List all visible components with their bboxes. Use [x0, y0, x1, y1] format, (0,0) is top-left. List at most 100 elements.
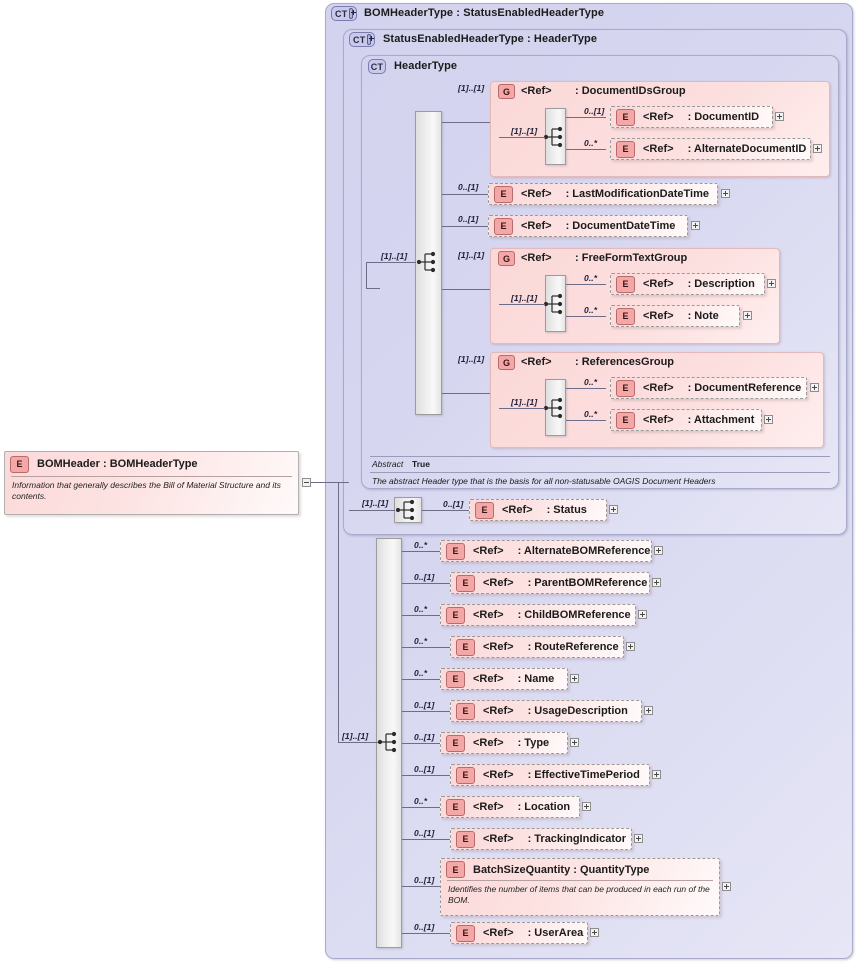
expand-plus-icon-documentdatetime[interactable] — [691, 221, 700, 230]
occurrence-location: 0..* — [414, 796, 428, 806]
element-box-documentdatetime[interactable]: E <Ref> : DocumentDateTime — [488, 215, 688, 237]
element-ref-label: <Ref> — [483, 577, 514, 589]
expand-plus-icon-status[interactable] — [609, 505, 618, 514]
occurrence-statusenabledheadertype-sequence: [1]..[1] — [362, 498, 389, 508]
ct-tag-headertype[interactable]: CT — [368, 59, 386, 74]
connector-branch-lastmodificationdatetime — [442, 194, 494, 195]
element-box-lastmodificationdatetime[interactable]: E <Ref> : LastModificationDateTime — [488, 183, 718, 205]
element-box-trackingindicator[interactable]: E<Ref>: TrackingIndicator — [450, 828, 632, 850]
element-tag-icon: E — [446, 606, 465, 624]
occurrence-headertype-sequence: [1]..[1] — [381, 251, 408, 261]
element-box-attachment[interactable]: E <Ref> : Attachment — [610, 409, 762, 431]
element-box-documentid[interactable]: E <Ref> : DocumentID — [610, 106, 773, 128]
expand-plus-icon-note[interactable] — [743, 311, 752, 320]
occurrence-parentbomreference: 0..[1] — [414, 572, 435, 582]
element-box-childbomreference[interactable]: E <Ref> : ChildBOMReference — [440, 604, 636, 626]
sequence-icon-statusenabledheadertype[interactable] — [395, 498, 421, 522]
occurrence-documentid: 0..[1] — [584, 106, 605, 116]
element-box-usagedescription[interactable]: E<Ref>: UsageDescription — [450, 700, 642, 722]
element-box-userarea[interactable]: E<Ref>: UserArea — [450, 922, 588, 944]
element-tag-icon: E — [475, 501, 494, 519]
sequence-icon-referencesgroup[interactable] — [543, 396, 569, 420]
ct-expand-plus-icon[interactable] — [349, 8, 356, 19]
sequence-icon-documentidsgroup[interactable] — [543, 125, 569, 149]
expand-plus-icon-effectivetimeperiod[interactable] — [652, 770, 661, 779]
element-box-status[interactable]: E <Ref> : Status — [469, 499, 607, 521]
element-tag-icon: E — [10, 455, 29, 473]
occurrence-type: 0..[1] — [414, 732, 435, 742]
ct-tag-statusenabledheadertype[interactable]: CT — [349, 32, 375, 47]
connector-freeformtextgroup-to-description — [566, 284, 606, 285]
occurrence-freeformtextgroup: [1]..[1] — [458, 250, 485, 260]
divider-abstract-top — [370, 456, 830, 457]
expand-plus-icon-alternatedocumentid[interactable] — [813, 144, 822, 153]
element-box-alternatedocumentid[interactable]: E <Ref> : AlternateDocumentID — [610, 138, 811, 160]
sequence-icon-freeformtextgroup[interactable] — [543, 292, 569, 316]
group-box-freeformtextgroup[interactable] — [490, 248, 780, 344]
element-ref-label: <Ref> — [473, 609, 504, 621]
element-box-type[interactable]: E<Ref>: Type — [440, 732, 568, 754]
expand-plus-icon-parentbomreference[interactable] — [652, 578, 661, 587]
element-box-parentbomreference[interactable]: E <Ref> : ParentBOMReference — [450, 572, 650, 594]
expand-plus-icon-usagedescription[interactable] — [644, 706, 653, 715]
element-ref-label: <Ref> — [473, 673, 504, 685]
element-name-label: : DocumentReference — [687, 382, 802, 394]
element-box-location[interactable]: E<Ref>: Location — [440, 796, 580, 818]
element-name-label: : TrackingIndicator — [527, 833, 626, 845]
sequence-icon-bomheadertype[interactable] — [377, 730, 403, 754]
occurrence-referencesgroup-sequence: [1]..[1] — [511, 397, 538, 407]
expand-plus-icon-attachment[interactable] — [764, 415, 773, 424]
expand-plus-icon-name[interactable] — [570, 674, 579, 683]
element-box-documentreference[interactable]: E <Ref> : DocumentReference — [610, 377, 807, 399]
element-name-label: : ParentBOMReference — [527, 577, 648, 589]
occurrence-alternatebomreference: 0..* — [414, 540, 428, 550]
divider — [11, 476, 292, 477]
element-tag-icon: E — [456, 574, 475, 592]
element-box-description[interactable]: E <Ref> : Description — [610, 273, 765, 295]
expand-plus-icon-userarea[interactable] — [590, 928, 599, 937]
expand-plus-icon-childbomreference[interactable] — [638, 610, 647, 619]
element-ref-label: <Ref> — [483, 641, 514, 653]
element-name-label: : Status — [546, 504, 587, 516]
element-box-note[interactable]: E <Ref> : Note — [610, 305, 740, 327]
connector-branch-referencesgroup — [442, 393, 490, 394]
sequence-icon-headertype[interactable] — [416, 250, 442, 274]
element-ref-label: <Ref> — [473, 545, 504, 557]
element-ref-label: <Ref> — [502, 504, 533, 516]
connector-branch-childbomreference — [402, 615, 440, 616]
element-name-label: : RouteReference — [527, 641, 619, 653]
divider-abstract-bottom — [370, 472, 830, 473]
root-element-bomheader[interactable]: E BOMHeader : BOMHeaderType Information … — [4, 451, 299, 515]
element-ref-label: <Ref> — [643, 414, 674, 426]
element-box-routereference[interactable]: E<Ref>: RouteReference — [450, 636, 624, 658]
ct-expand-plus-icon[interactable] — [367, 34, 374, 45]
element-ref-label: <Ref> — [643, 310, 674, 322]
expand-plus-icon-alternatebomreference[interactable] — [654, 546, 663, 555]
expand-plus-icon-documentreference[interactable] — [810, 383, 819, 392]
collapse-minus-icon-root[interactable] — [302, 478, 311, 487]
element-box-name[interactable]: E<Ref>: Name — [440, 668, 568, 690]
element-name-label: : EffectiveTimePeriod — [527, 769, 640, 781]
expand-plus-icon-lastmodificationdatetime[interactable] — [721, 189, 730, 198]
connector-bom-stem — [338, 742, 378, 743]
expand-plus-icon-type[interactable] — [570, 738, 579, 747]
root-element-header-row: E BOMHeader : BOMHeaderType — [5, 452, 298, 476]
element-tag-icon: E — [616, 140, 635, 158]
expand-plus-icon-trackingindicator[interactable] — [634, 834, 643, 843]
expand-plus-icon-documentid[interactable] — [775, 112, 784, 121]
expand-plus-icon-routereference[interactable] — [626, 642, 635, 651]
expand-plus-icon-location[interactable] — [582, 802, 591, 811]
element-box-alternatebomreference[interactable]: E<Ref>: AlternateBOMReference — [440, 540, 652, 562]
element-name-label: : Attachment — [687, 414, 755, 426]
ct-tag-bomheadertype[interactable]: CT — [331, 6, 357, 21]
element-box-effectivetimeperiod[interactable]: E<Ref>: EffectiveTimePeriod — [450, 764, 650, 786]
occurrence-batchsizequantityquantitytype: 0..[1] — [414, 875, 435, 885]
element-name-label: : ChildBOMReference — [517, 609, 631, 621]
expand-plus-icon-batchsizequantityquantitytype[interactable] — [722, 882, 731, 891]
element-ref-label: <Ref> — [521, 188, 552, 200]
expand-plus-icon-description[interactable] — [767, 279, 776, 288]
connector-headertype-down — [366, 288, 380, 289]
connector-branch-name — [402, 679, 440, 680]
occurrence-documentreference: 0..* — [584, 377, 598, 387]
